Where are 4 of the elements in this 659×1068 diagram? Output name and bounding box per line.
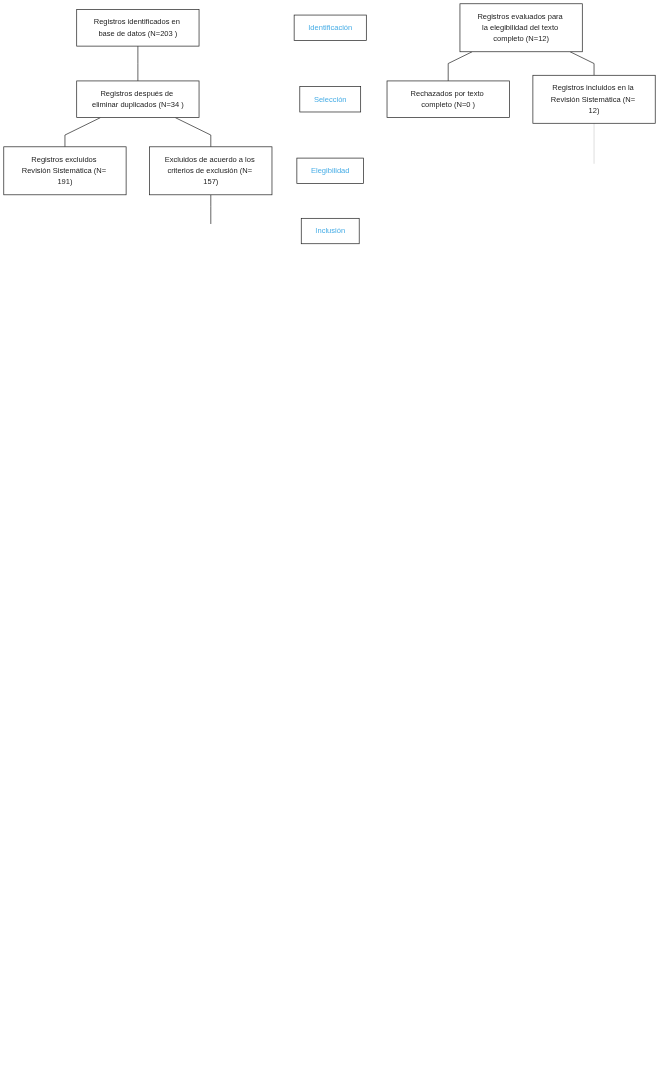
- connector: [137, 45, 139, 82]
- connector: [569, 51, 595, 76]
- connector: [174, 117, 212, 148]
- connector: [64, 117, 101, 148]
